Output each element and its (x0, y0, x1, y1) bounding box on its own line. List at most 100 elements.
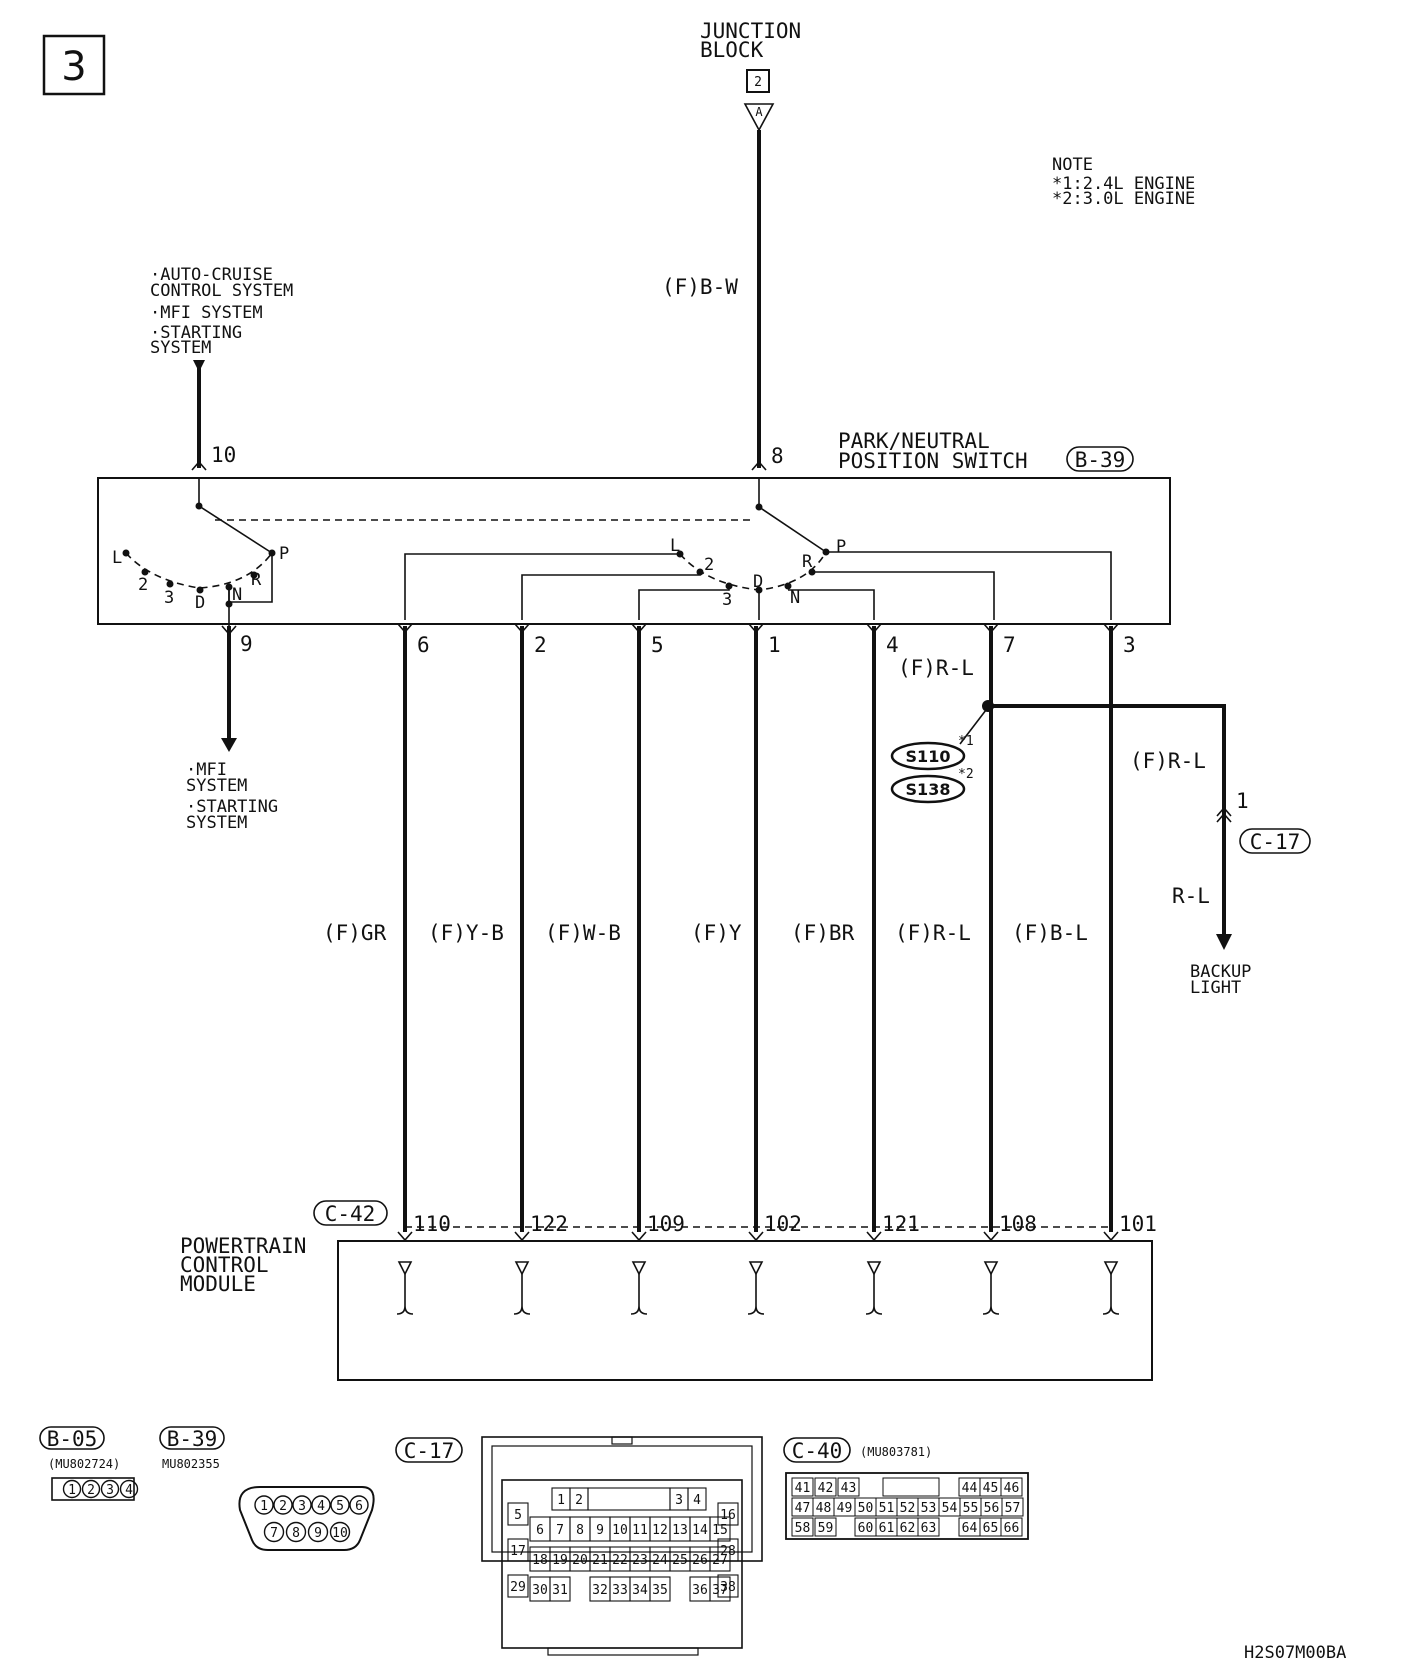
system-label: ·AUTO-CRUISE (150, 265, 273, 285)
c17-pin-label: 31 (552, 1583, 568, 1598)
switch-title-2: POSITION SWITCH (838, 449, 1028, 473)
arrow-to-systems (221, 738, 237, 752)
c40-id: C-40 (792, 1439, 843, 1463)
c17-pin-label: 34 (632, 1583, 648, 1598)
pcm-pin-terminal (748, 1231, 764, 1242)
system-label: SYSTEM (186, 813, 247, 833)
pcm-title-1: POWERTRAIN (180, 1234, 306, 1258)
pin9-terminal (221, 625, 237, 636)
page-number-box (42, 34, 106, 96)
c17-pin-label: 21 (592, 1553, 608, 1568)
c17-pin-label: 16 (720, 1508, 736, 1523)
pcm-internal-lead (982, 1274, 1000, 1315)
pcm-pin-label: 122 (530, 1212, 568, 1236)
b05-pin (81, 1479, 101, 1499)
c17-pin-label: 10 (612, 1523, 628, 1538)
system-label: SYSTEM (150, 338, 211, 358)
b05-oval (39, 1426, 105, 1450)
pcm-pin-label: 102 (764, 1212, 802, 1236)
left-pos-label: 2 (138, 575, 148, 595)
b39-pin-label: 8 (292, 1526, 300, 1541)
c40-pin (1001, 1497, 1024, 1517)
right-pos-label: D (753, 572, 763, 592)
c40-pin-label: 47 (795, 1501, 811, 1516)
splice-s138-label: S138 (906, 780, 951, 799)
left-pos-label: D (195, 593, 205, 613)
splice-s110-label: S110 (906, 747, 951, 766)
pcm-internal-terminal (1103, 1261, 1119, 1276)
c40-pin-label: 52 (900, 1501, 916, 1516)
pcm-pin-terminal (514, 1231, 530, 1242)
c17-pin (709, 1516, 731, 1542)
c17-pin (507, 1538, 529, 1562)
right-pos-label: 3 (722, 590, 732, 610)
c17-pin-label: 13 (672, 1523, 688, 1538)
b05-pin (100, 1479, 120, 1499)
backup-connector: C-17 (1250, 830, 1301, 854)
c17-pin-label: 30 (532, 1583, 548, 1598)
right-switch: L 2 3 D N R P (404, 478, 1112, 620)
b39-pin-label: 1 (260, 1499, 268, 1514)
c40-pin-label: 59 (818, 1521, 834, 1536)
b39-part: MU802355 (162, 1457, 220, 1471)
b05-pin (119, 1479, 139, 1499)
switch-pin-label: 4 (886, 633, 899, 657)
wire-color-label: (F)BR (791, 921, 855, 945)
pin-9-label: 9 (240, 632, 253, 656)
note-title: NOTE (1052, 155, 1093, 175)
c40-pin-label: 63 (921, 1521, 937, 1536)
junction-block-connector: 2 (754, 75, 762, 90)
b39-pin (263, 1521, 285, 1543)
pcm-internal-terminal (397, 1261, 413, 1276)
c17-pin (549, 1576, 571, 1602)
c17-pin-label: 3 (675, 1493, 683, 1508)
c40-pin-label: 56 (984, 1501, 1000, 1516)
b39-pin-label: 2 (279, 1499, 287, 1514)
c17-pin (507, 1574, 529, 1598)
c40-oval (783, 1437, 851, 1463)
pcm-connector-oval (313, 1200, 388, 1226)
pcm-internal-lead (747, 1274, 765, 1315)
c17-oval (395, 1437, 463, 1463)
pin-10-label: 10 (211, 443, 236, 467)
b39-pin-label: 4 (317, 1499, 325, 1514)
junction-block-connector-box (746, 69, 770, 93)
c17-pin-label: 25 (672, 1553, 688, 1568)
wire-color-label: (F)B-L (1012, 921, 1088, 945)
b39-pin-label: 9 (314, 1526, 322, 1541)
c17-pin-label: 20 (572, 1553, 588, 1568)
note-line-2: *2:3.0L ENGINE (1052, 189, 1195, 209)
pcm-pin-label: 121 (882, 1212, 920, 1236)
c40-pin (1000, 1477, 1023, 1497)
switch-body (97, 477, 1171, 625)
c40-face (785, 1472, 1029, 1540)
b05-pin-label: 2 (87, 1483, 95, 1498)
c40-pin-label: 45 (983, 1481, 999, 1496)
switch-pin-terminal (397, 623, 413, 634)
switch-connector-oval (1066, 446, 1134, 472)
b39-pin (254, 1495, 274, 1515)
c17-pin-label: 15 (712, 1523, 728, 1538)
pcm-pin-terminal (1103, 1231, 1119, 1242)
backup-pin: 1 (1236, 789, 1249, 813)
c17-pin-label: 5 (514, 1508, 522, 1523)
wire-color-label: (F)Y-B (428, 921, 504, 945)
c40-pin (917, 1517, 940, 1537)
right-pos-label: N (790, 588, 800, 608)
pcm-pin-label: 108 (999, 1212, 1037, 1236)
backup-connector-terminal (1216, 806, 1232, 823)
b39-face (238, 1486, 375, 1551)
pcm-pin-label: 101 (1119, 1212, 1157, 1236)
b05-id: B-05 (47, 1427, 98, 1451)
switch-pin-label: 7 (1003, 633, 1016, 657)
c40-pin (791, 1517, 814, 1537)
right-pos-label: 2 (704, 555, 714, 575)
left-pos-label: 3 (164, 588, 174, 608)
c40-pin (837, 1477, 860, 1497)
c40-pin-label: 57 (1005, 1501, 1021, 1516)
b39-pin (273, 1495, 293, 1515)
c17-pin-label: 23 (632, 1553, 648, 1568)
pcm-internal-terminal (514, 1261, 530, 1276)
